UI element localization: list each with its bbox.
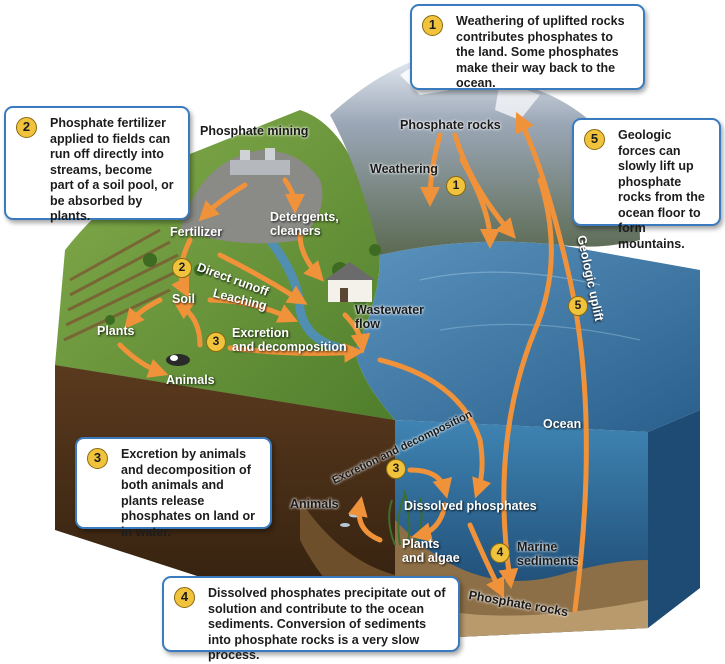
label-wastewater-flow: Wastewater flow: [355, 303, 425, 331]
label-phosphate-mining: Phosphate mining: [200, 124, 309, 138]
callout-fertilizer: 2 Phosphate fertilizer applied to fields…: [4, 106, 190, 223]
map-marker-3-sea: 3: [386, 459, 406, 479]
map-marker-3-land: 3: [206, 332, 226, 352]
label-soil: Soil: [172, 292, 195, 306]
map-marker-5: 5: [568, 296, 588, 316]
callout-weathering: 1 Weathering of uplifted rocks contribut…: [410, 4, 645, 90]
callout-fertilizer-text: Phosphate fertilizer applied to fields c…: [50, 116, 174, 223]
map-marker-2: 2: [172, 258, 192, 278]
step-3-badge: 3: [87, 448, 108, 469]
label-fertilizer: Fertilizer: [170, 225, 223, 239]
step-2-badge: 2: [16, 117, 37, 138]
label-phosphate-rocks-top: Phosphate rocks: [400, 118, 501, 132]
step-4-badge: 4: [174, 587, 195, 608]
map-marker-1: 1: [446, 176, 466, 196]
label-animals-sea: Animals: [290, 497, 339, 511]
step-1-badge: 1: [422, 15, 443, 36]
label-detergents-cleaners: Detergents, cleaners: [270, 210, 339, 238]
callout-dissolved-phosphates-text: Dissolved phosphates precipitate out of …: [208, 586, 446, 662]
callout-excretion: 3 Excretion by animals and decomposition…: [75, 437, 272, 539]
callout-excretion-text: Excretion by animals and decomposition o…: [121, 447, 256, 539]
label-plants-and-algae: Plants and algae: [402, 537, 460, 565]
callout-dissolved-phosphates: 4 Dissolved phosphates precipitate out o…: [162, 576, 460, 662]
label-weathering: Weathering: [370, 162, 438, 176]
label-ocean: Ocean: [543, 417, 582, 431]
label-plants: Plants: [97, 324, 135, 338]
label-animals-land: Animals: [166, 373, 215, 387]
step-5-badge: 5: [584, 129, 605, 150]
callout-weathering-text: Weathering of uplifted rocks contributes…: [456, 14, 625, 90]
label-dissolved-phosphates: Dissolved phosphates: [404, 499, 537, 513]
callout-geologic-forces: 5 Geologic forces can slowly lift up pho…: [572, 118, 721, 251]
label-excretion-decomposition-land: Excretion and decomposition: [232, 326, 347, 354]
label-marine-sediments: Marine sediments: [517, 540, 579, 568]
callout-geologic-forces-text: Geologic forces can slowly lift up phosp…: [618, 128, 705, 251]
map-marker-4: 4: [490, 543, 510, 563]
